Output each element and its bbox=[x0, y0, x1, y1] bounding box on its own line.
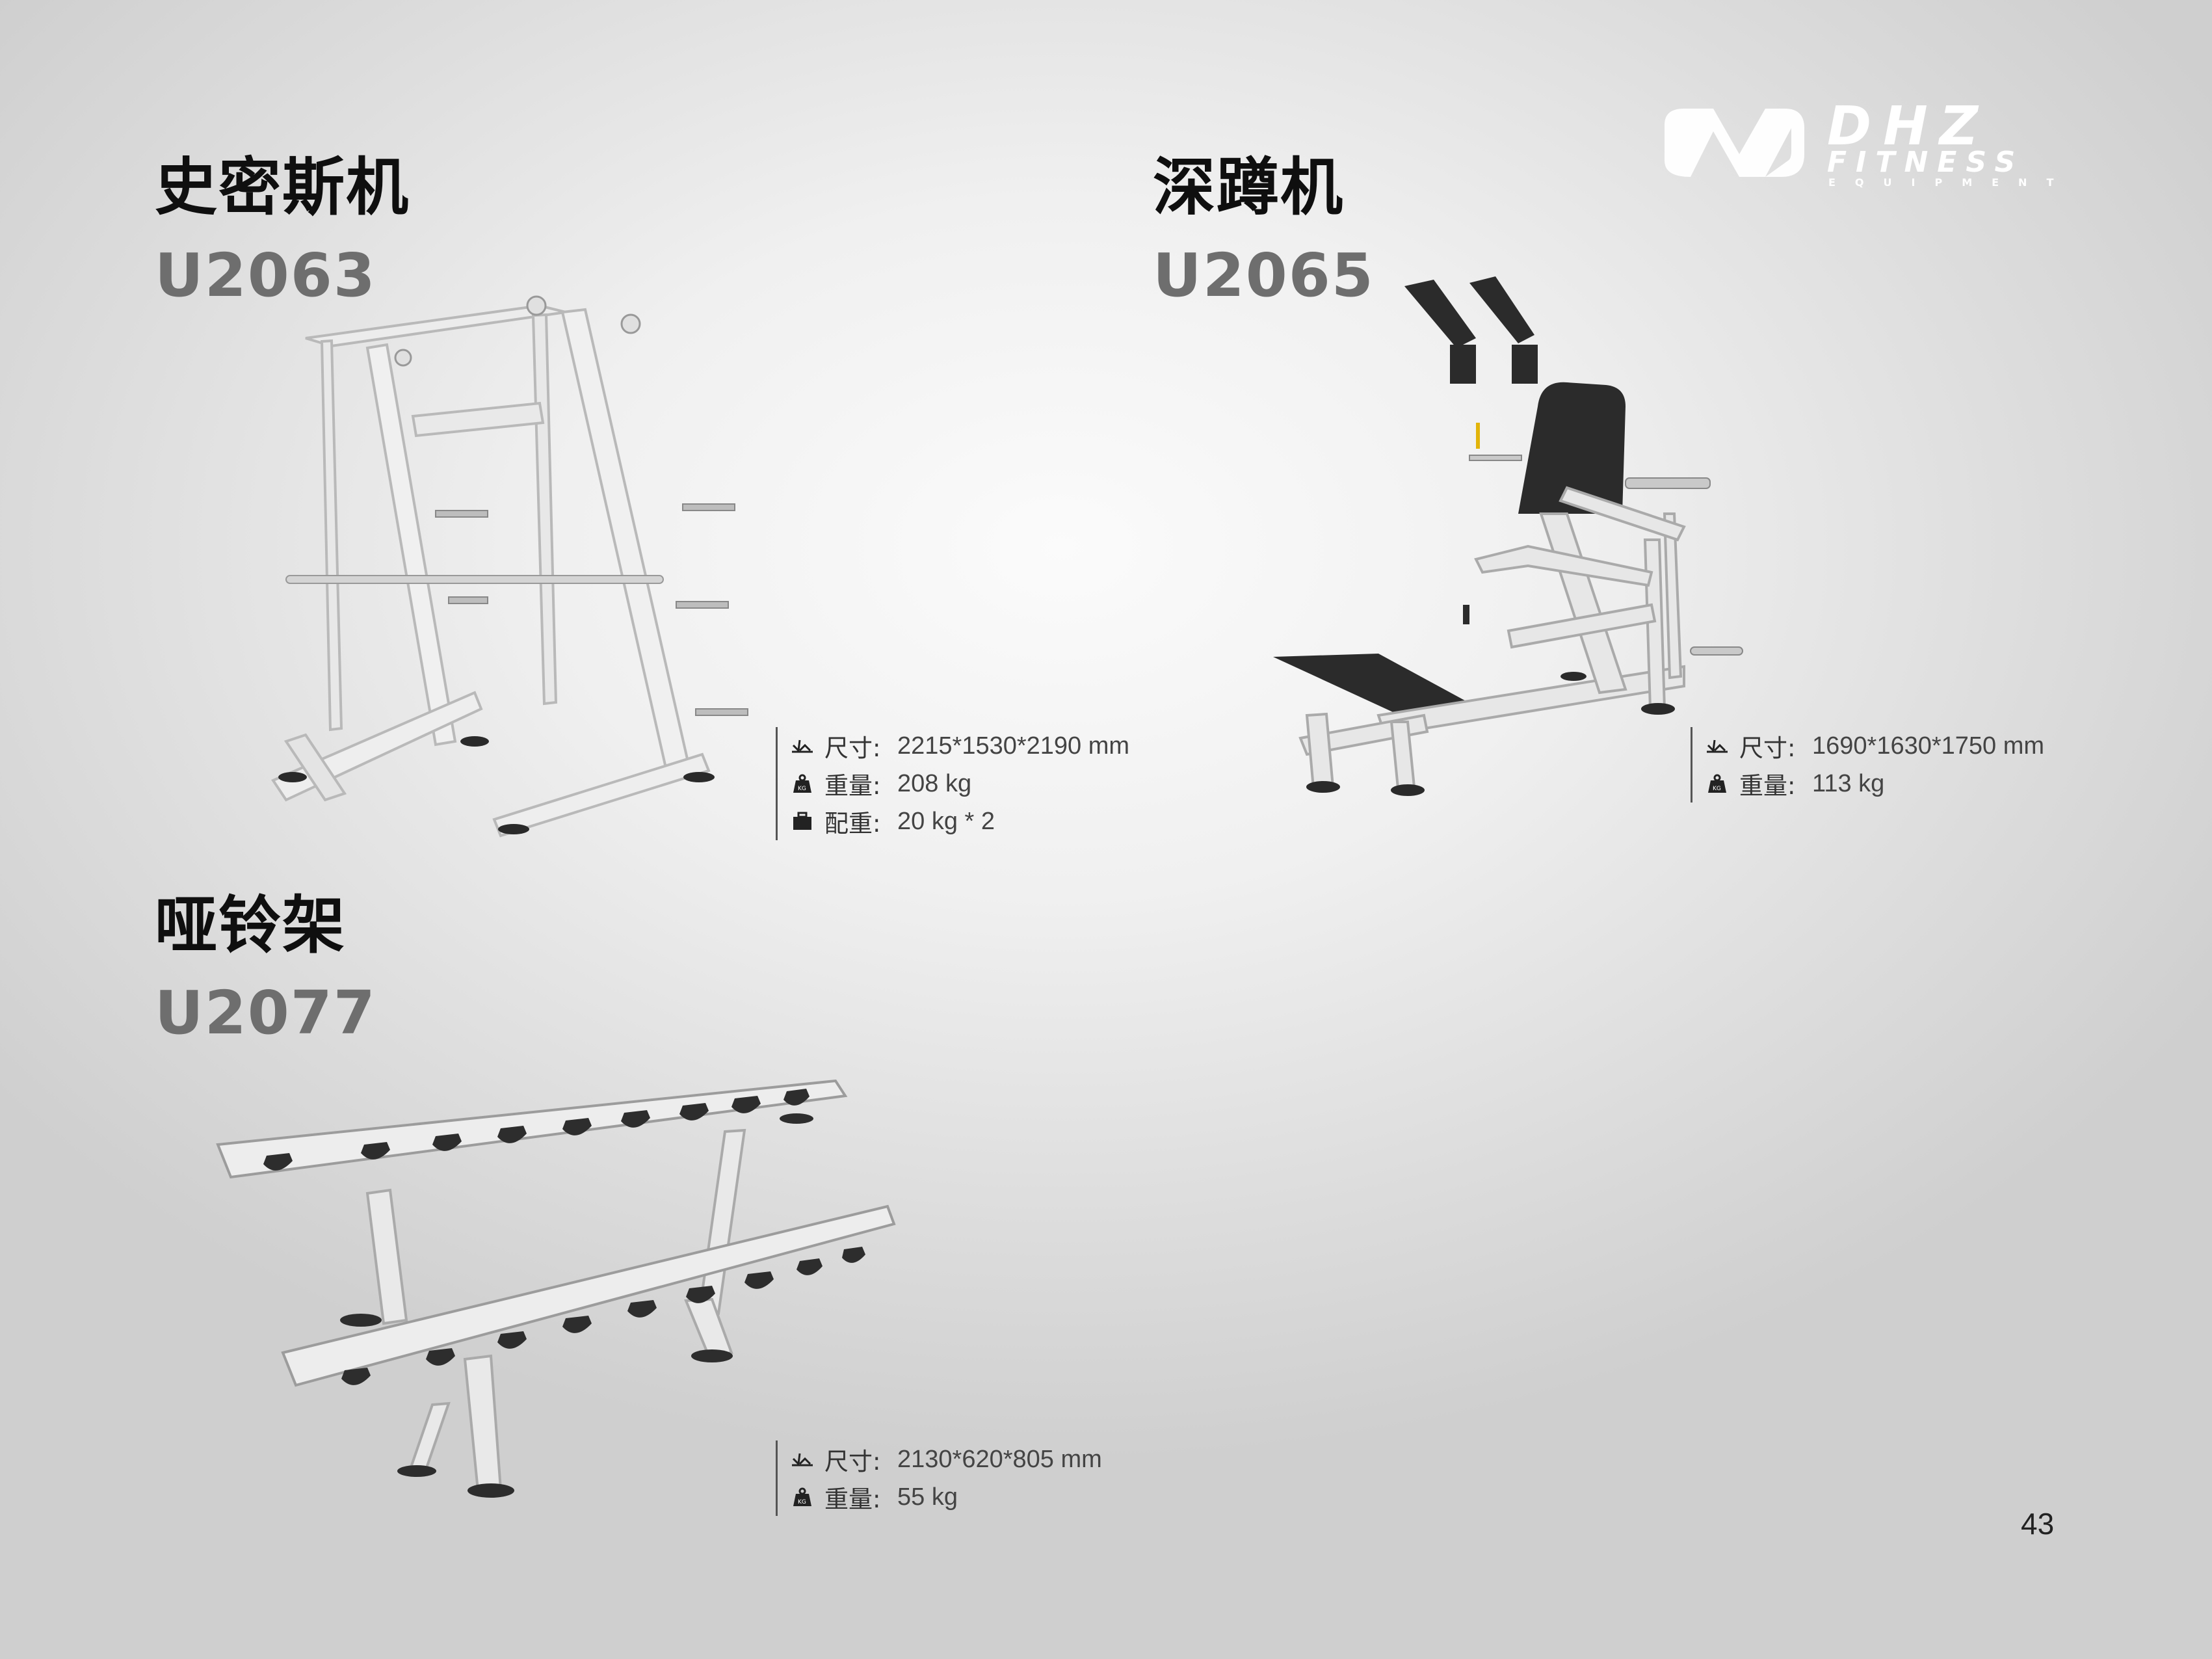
svg-text:KG: KG bbox=[798, 786, 806, 792]
spec-label: 尺寸: bbox=[1739, 734, 1796, 762]
weight-icon: KG bbox=[1704, 771, 1730, 797]
spec-row-dimensions: 尺寸: 1690*1630*1750 mm bbox=[1704, 727, 2044, 765]
spec-row-dimensions: 尺寸: 2215*1530*2190 mm bbox=[789, 727, 1129, 765]
dimensions-icon bbox=[1704, 733, 1730, 759]
svg-text:KG: KG bbox=[1713, 786, 1721, 792]
spec-list: 尺寸: 1690*1630*1750 mm KG 重量: 113 kg bbox=[1691, 727, 2044, 803]
spec-label: 重量: bbox=[824, 772, 881, 800]
brand-logo: DHZ FITNESS EQUIPMENT bbox=[1665, 99, 2073, 189]
spec-row-weight-stack: 配重: 20 kg * 2 bbox=[789, 803, 1129, 840]
dumbbell-rack-image bbox=[216, 1080, 896, 1498]
spec-value: 55 kg bbox=[897, 1483, 958, 1511]
spec-value: 1690*1630*1750 mm bbox=[1812, 732, 2045, 760]
logo-text: DHZ bbox=[1827, 99, 1990, 157]
dimensions-icon bbox=[789, 733, 815, 759]
product-title: 史密斯机 bbox=[155, 151, 410, 224]
spec-label: 重量: bbox=[1739, 772, 1796, 800]
product-model: U2065 bbox=[1153, 241, 1375, 310]
spec-label: 配重: bbox=[824, 810, 881, 838]
spec-value: 113 kg bbox=[1812, 769, 1885, 797]
spec-row-weight: KG 重量: 113 kg bbox=[1704, 765, 2044, 803]
spec-list: 尺寸: 2215*1530*2190 mm KG 重量: 208 kg 配重: … bbox=[776, 727, 1129, 840]
product-title: 哑铃架 bbox=[155, 889, 346, 962]
spec-row-dimensions: 尺寸: 2130*620*805 mm bbox=[789, 1440, 1102, 1478]
svg-text:KG: KG bbox=[798, 1499, 806, 1506]
weight-icon: KG bbox=[789, 771, 815, 797]
product-model: U2063 bbox=[155, 241, 376, 310]
squat-machine-image bbox=[1273, 276, 1743, 796]
product-title: 深蹲机 bbox=[1153, 151, 1344, 224]
spec-value: 2215*1530*2190 mm bbox=[897, 732, 1130, 760]
product-model: U2077 bbox=[155, 978, 376, 1048]
spec-row-weight: KG 重量: 208 kg bbox=[789, 765, 1129, 803]
weight-stack-icon bbox=[789, 808, 815, 834]
smith-machine-image bbox=[271, 295, 748, 838]
spec-row-weight: KG 重量: 55 kg bbox=[789, 1478, 1102, 1516]
spec-value: 208 kg bbox=[897, 769, 972, 797]
spec-value: 20 kg * 2 bbox=[897, 807, 995, 835]
weight-icon: KG bbox=[789, 1484, 815, 1510]
dimensions-icon bbox=[789, 1446, 815, 1472]
spec-label: 尺寸: bbox=[824, 734, 881, 762]
logo-sub1: FITNESS bbox=[1827, 146, 2024, 179]
logo-sub2: EQUIPMENT bbox=[1828, 176, 2073, 189]
spec-label: 尺寸: bbox=[824, 1448, 881, 1476]
page-number: 43 bbox=[2021, 1507, 2055, 1541]
spec-label: 重量: bbox=[824, 1485, 881, 1513]
spec-list: 尺寸: 2130*620*805 mm KG 重量: 55 kg bbox=[776, 1440, 1102, 1516]
spec-value: 2130*620*805 mm bbox=[897, 1445, 1102, 1473]
